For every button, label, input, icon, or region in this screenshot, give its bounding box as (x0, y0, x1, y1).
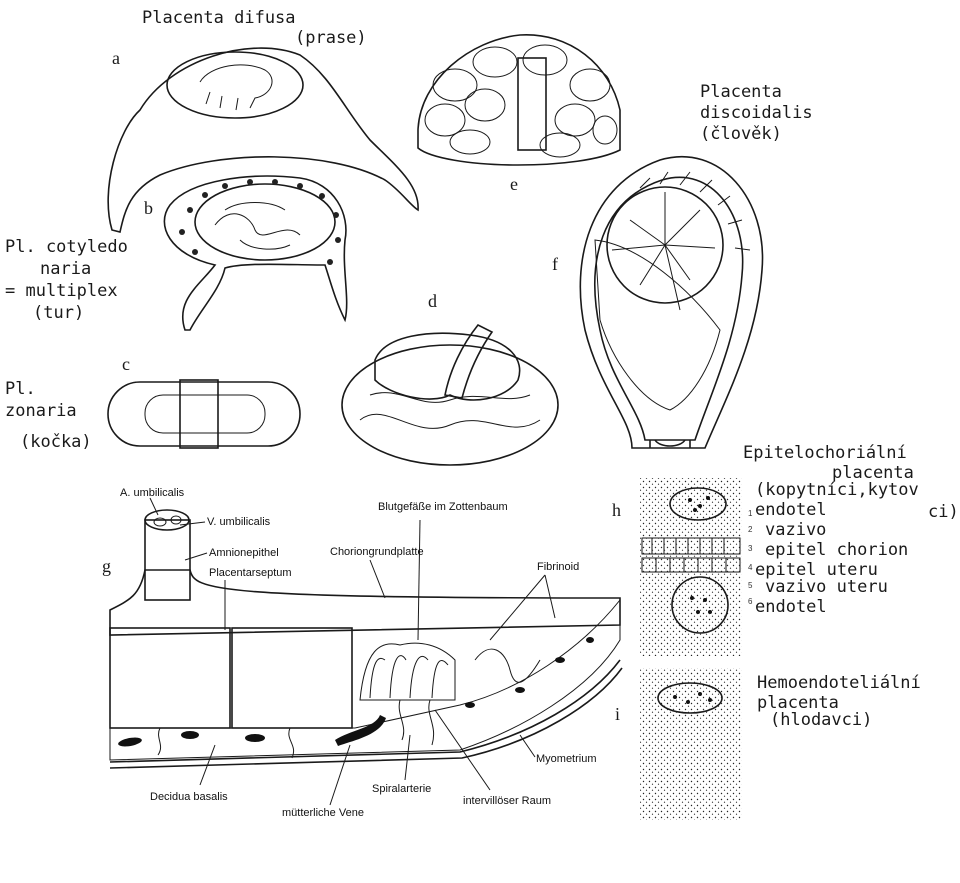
figure-c-letter: c (122, 354, 130, 374)
uterus-cavity (594, 176, 744, 441)
h-title-line3: (kopytníci,kytov (755, 480, 919, 500)
myometrium-layer (109, 659, 623, 769)
cotyledonary-embryo-sac (194, 183, 336, 261)
cotyledonary-placenta-outline (163, 175, 348, 331)
i-title-line1: Hemoendoteliální (757, 673, 921, 693)
umbilical-cord-stump (444, 323, 494, 399)
h-layer-num-2: 2 (748, 525, 753, 534)
decidua-basalis-layer (109, 598, 621, 761)
chorionic-disc (606, 186, 724, 304)
figure-b-cotyledonary-placenta: b Pl. cotyledo naria = multiplex (tur) (5, 175, 348, 331)
pig-embryo-outline (199, 64, 273, 111)
h-layer-5: vazivo uteru (765, 577, 888, 597)
h-layer-num-6: 6 (748, 597, 753, 606)
cotyledon-tufts (179, 179, 341, 265)
label-placentarseptum: Placentarseptum (209, 567, 292, 579)
chorionic-plate (109, 569, 621, 636)
placenta-cut-section (517, 57, 547, 151)
h-title-line1: Epitelochoriální (743, 443, 907, 463)
h-layer-1: endotel (755, 500, 827, 520)
figure-g-letter: g (102, 556, 111, 576)
h-chorion-epithelium (641, 537, 741, 573)
h-title-line2: placenta (832, 463, 914, 483)
figure-f-title-line2: discoidalis (700, 103, 813, 123)
h-layer-num-5: 5 (748, 581, 753, 590)
discoid-placenta-base (341, 344, 559, 466)
label-decidua-basalis: Decidua basalis (150, 791, 228, 803)
label-a-umbilicalis: A. umbilicalis (120, 487, 185, 499)
figure-g-placenta-section: g A. umbilicalis V. umbilicalis Amnionep… (102, 487, 623, 819)
figure-e-letter: e (510, 174, 518, 194)
label-intervilloeser-raum: intervillöser Raum (463, 795, 551, 807)
figure-h-epitheliochorial-layers: h Epitelochoriální placenta (kopytníci,k… (612, 443, 959, 656)
i-fetal-capillary (657, 682, 723, 714)
i-panel-stipple (640, 668, 742, 820)
label-choriongrundplatte: Choriongrundplatte (330, 546, 424, 558)
h-layer-num-3: 3 (748, 544, 753, 553)
h-fetal-capillary (669, 487, 727, 521)
figure-a-animal: (prase) (295, 28, 367, 48)
figure-h-letter: h (612, 500, 621, 520)
label-muetterliche-vene: mütterliche Vene (282, 807, 364, 819)
figure-f-title-line3: (člověk) (700, 124, 782, 144)
label-spiralarterie: Spiralarterie (372, 783, 431, 795)
figure-i-hemoendothelial: i Hemoendoteliální placenta (hlodavci) (615, 668, 921, 820)
figure-b-letter: b (144, 198, 153, 218)
h-layer-6: endotel (755, 597, 827, 617)
h-layer-num-4: 4 (748, 563, 753, 572)
figure-a-diffuse-placenta: a Placenta difusa (prase) (107, 8, 419, 233)
zonary-placenta-body (107, 381, 301, 447)
placenta-dome (417, 34, 621, 166)
figure-f-letter: f (552, 254, 558, 274)
h-layer-2: vazivo (765, 520, 826, 540)
h-layer-num-1: 1 (748, 509, 753, 518)
figure-f-uterus-section: f (552, 155, 764, 449)
figure-d-discoid-placenta: d (341, 291, 559, 466)
figure-b-title-line1: Pl. cotyledo (5, 237, 128, 257)
h-maternal-capillary (671, 576, 729, 634)
figure-b-title-line4: (tur) (33, 303, 84, 323)
figure-c-title-line3: (kočka) (20, 432, 92, 452)
maternal-vessels (118, 637, 594, 747)
label-v-umbilicalis: V. umbilicalis (207, 516, 271, 528)
figure-a-title: Placenta difusa (142, 8, 296, 28)
figure-d-letter: d (428, 291, 437, 311)
figure-c-title-line1: Pl. (5, 379, 36, 399)
label-myometrium: Myometrium (536, 753, 597, 765)
diffuse-placenta-outline (107, 47, 419, 233)
figure-b-title-line2: naria (40, 259, 91, 279)
zonary-placental-band (179, 379, 219, 449)
label-fibrinoid: Fibrinoid (537, 561, 579, 573)
cotyledonary-vessels (214, 202, 301, 250)
placenta-lobules (424, 44, 618, 158)
figure-b-title-line3: = multiplex (5, 281, 118, 301)
discoid-placenta-membranes (374, 332, 521, 401)
zonary-placenta-inner-sac (144, 394, 266, 434)
diffuse-placenta-embryo-sac (166, 51, 304, 119)
figure-i-letter: i (615, 704, 620, 724)
figure-e-placenta-maternal-side: e Placenta discoidalis (člověk) (417, 34, 813, 194)
figure-c-zonary-placenta: c Pl. zonaria (kočka) (5, 354, 301, 452)
i-title-line3: (hlodavci) (770, 710, 872, 730)
figure-f-title-line1: Placenta (700, 82, 782, 102)
cotyledon-villous-trees (109, 627, 541, 729)
discoid-placenta-cotyledons (359, 392, 541, 429)
amniotic-sac-stipple (594, 239, 721, 411)
cervical-canal (649, 439, 691, 448)
chorionic-villous-vessels (611, 192, 716, 311)
figure-c-title-line2: zonaria (5, 401, 77, 421)
uterus-wall-outer (579, 155, 764, 449)
spiral-arteries (157, 699, 435, 759)
label-blutgefaesse: Blutgefäße im Zottenbaum (378, 501, 508, 513)
figure-a-letter: a (112, 48, 120, 68)
umbilical-cord (144, 509, 191, 601)
h-layer-3: epitel chorion (765, 540, 908, 560)
h-layer-4: epitel uteru (755, 560, 878, 580)
i-title-line2: placenta (757, 693, 839, 713)
decidual-vessels (639, 171, 751, 251)
label-amnionepithel: Amnionepithel (209, 547, 279, 559)
h-title-line4: ci) (928, 502, 959, 522)
